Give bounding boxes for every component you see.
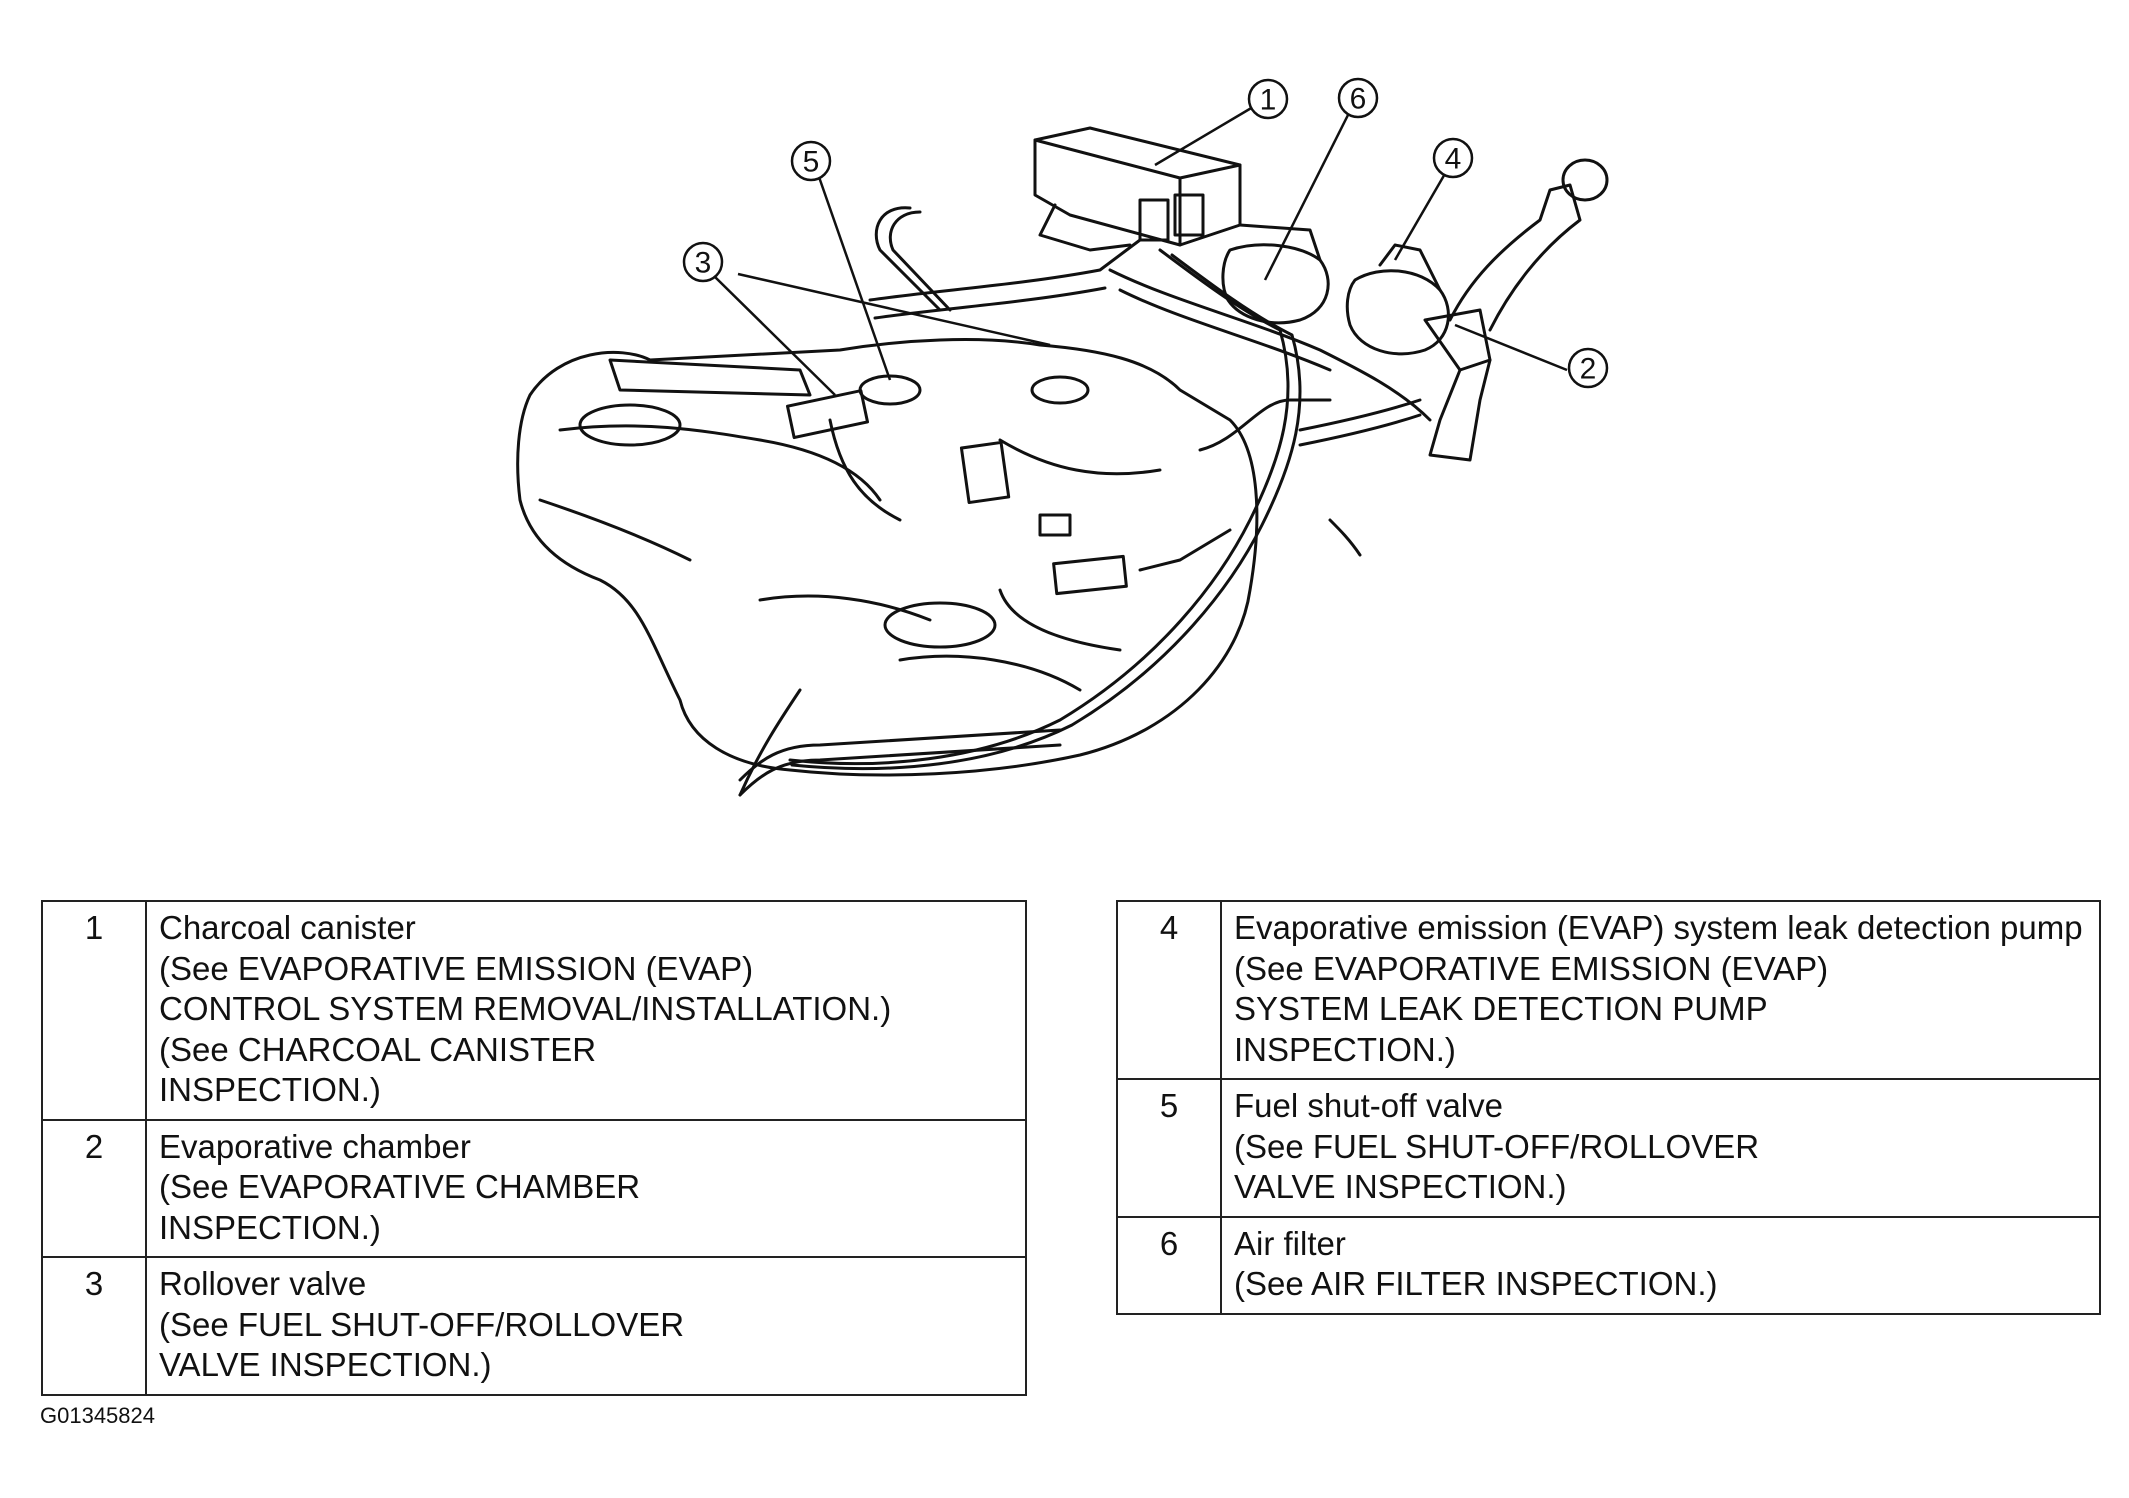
callout-label-2: 2: [1580, 353, 1597, 386]
legend-row: 3 Rollover valve (See FUEL SHUT-OFF/ROLL…: [41, 1256, 1027, 1396]
legend-item-reference: (See EVAPORATIVE EMISSION (EVAP) SYSTEM …: [1234, 949, 1829, 1068]
callout-label-6: 6: [1350, 83, 1367, 116]
legend-item-reference: (See EVAPORATIVE CHAMBER INSPECTION.): [159, 1168, 641, 1246]
legend-item-reference: (See EVAPORATIVE EMISSION (EVAP) CONTROL…: [159, 949, 892, 1109]
legend-row: 4 Evaporative emission (EVAP) system lea…: [1116, 900, 2101, 1080]
callout-3: [682, 241, 724, 283]
figure-code: G01345824: [40, 1403, 155, 1428]
callout-5: [790, 140, 832, 182]
leak-detection-pump: [1345, 269, 1450, 356]
legend-item-title: Rollover valve: [159, 1265, 367, 1302]
fuel-tank: [516, 338, 1259, 777]
legend-description: Evaporative chamber (See EVAPORATIVE CHA…: [145, 1118, 1027, 1258]
legend-description: Charcoal canister (See EVAPORATIVE EMISS…: [145, 900, 1027, 1121]
legend-item-title: Fuel shut-off valve: [1234, 1087, 1504, 1124]
callout-1: [1247, 78, 1289, 120]
legend-description: Fuel shut-off valve (See FUEL SHUT-OFF/R…: [1220, 1078, 2101, 1218]
legend-row: 1 Charcoal canister (See EVAPORATIVE EMI…: [41, 900, 1027, 1121]
legend-table-right: 4 Evaporative emission (EVAP) system lea…: [1116, 900, 2101, 1315]
legend-number: 3: [41, 1256, 147, 1396]
legend-row: 6 Air filter (See AIR FILTER INSPECTION.…: [1116, 1215, 2101, 1315]
legend-item-title: Evaporative emission (EVAP) system leak …: [1234, 909, 2083, 946]
callout-2: [1567, 347, 1609, 389]
legend-number: 2: [41, 1118, 147, 1258]
legend-number: 6: [1116, 1215, 1222, 1315]
legend-description: Rollover valve (See FUEL SHUT-OFF/ROLLOV…: [145, 1256, 1027, 1396]
filler-neck: [1448, 183, 1582, 332]
legend-description: Air filter (See AIR FILTER INSPECTION.): [1220, 1215, 2101, 1315]
air-filter: [1221, 243, 1330, 325]
legend-item-title: Air filter: [1234, 1224, 1346, 1262]
legend-item-title: Charcoal canister: [159, 909, 416, 946]
legend-row: 2 Evaporative chamber (See EVAPORATIVE C…: [41, 1118, 1027, 1258]
callout-label-3: 3: [695, 247, 712, 280]
legend-item-reference: (See AIR FILTER INSPECTION.): [1234, 1265, 1718, 1302]
legend-item-title: Evaporative chamber: [159, 1127, 471, 1165]
evaporative-chamber: [1423, 308, 1492, 372]
evap-system-diagram: 1 2 3 4 5 6: [516, 77, 1609, 797]
legend-number: 1: [41, 900, 147, 1121]
callout-6: [1337, 77, 1379, 119]
legend-number: 4: [1116, 900, 1222, 1080]
callout-label-4: 4: [1445, 143, 1462, 176]
legend-number: 5: [1116, 1078, 1222, 1218]
legend-row: 5 Fuel shut-off valve (See FUEL SHUT-OFF…: [1116, 1078, 2101, 1218]
callout-label-1: 1: [1260, 84, 1277, 117]
legend-description: Evaporative emission (EVAP) system leak …: [1220, 900, 2101, 1080]
legend-table-left: 1 Charcoal canister (See EVAPORATIVE EMI…: [41, 900, 1027, 1396]
charcoal-canister: [1033, 126, 1242, 247]
legend-item-reference: (See FUEL SHUT-OFF/ROLLOVER VALVE INSPEC…: [159, 1305, 685, 1384]
legend-item-reference: (See FUEL SHUT-OFF/ROLLOVER VALVE INSPEC…: [1234, 1127, 1760, 1206]
callout-label-5: 5: [803, 146, 820, 179]
callout-4: [1432, 137, 1474, 179]
